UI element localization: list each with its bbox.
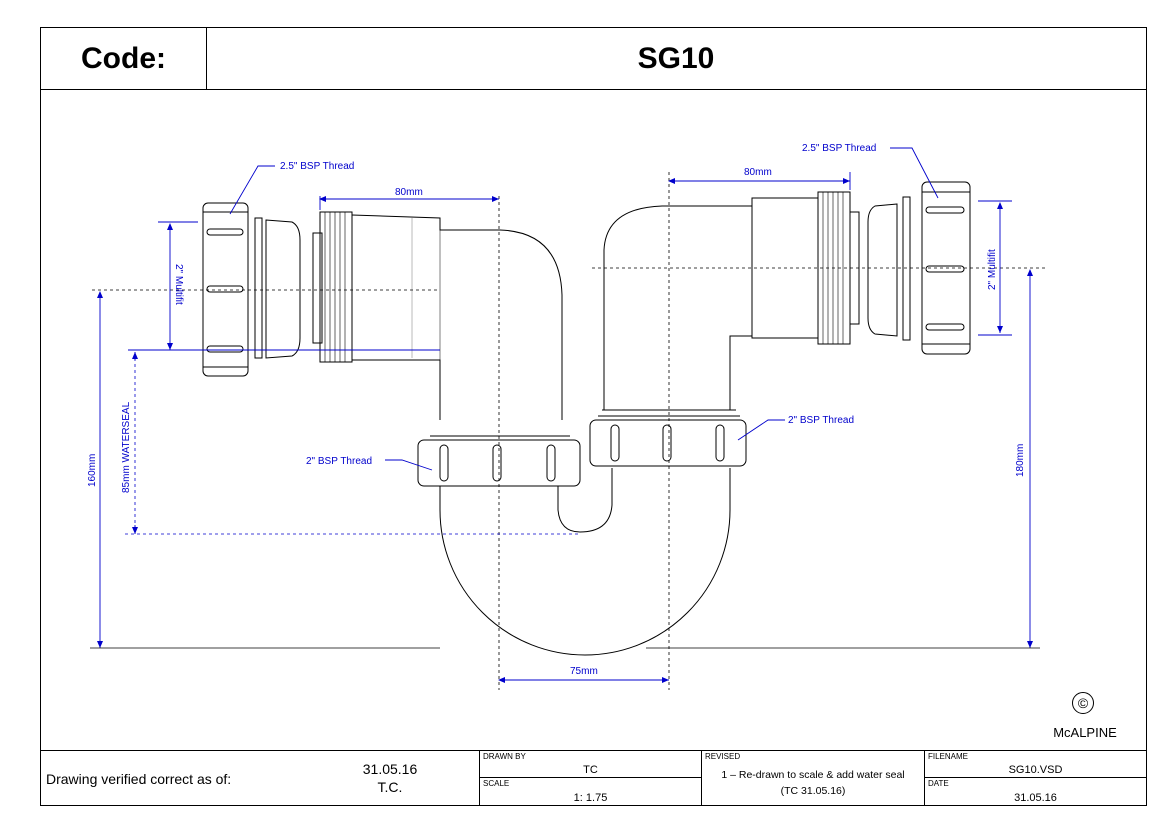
waterseal-label: 85mm WATERSEAL — [121, 401, 132, 493]
left-spigot-thread — [319, 211, 353, 363]
scale-label: SCALE — [483, 779, 510, 788]
height-160mm-label: 160mm — [87, 454, 98, 487]
width-75mm-label: 75mm — [570, 666, 598, 677]
bsp-left-label: 2" BSP Thread — [306, 456, 372, 467]
verified-label: Drawing verified correct as of: — [46, 771, 232, 787]
left-thread-label: 2.5" BSP Thread — [280, 161, 354, 172]
verified-by: T.C. — [377, 779, 403, 795]
verified-date: 31.05.16 — [362, 761, 418, 777]
scale-value: 1: 1.75 — [573, 792, 608, 804]
right-thread-label: 2.5" BSP Thread — [802, 143, 876, 154]
right-elbow — [603, 205, 752, 410]
right-bottom-nut — [589, 419, 747, 467]
scale-cell: SCALE 1: 1.75 — [480, 778, 702, 806]
centre-lines — [92, 172, 1046, 690]
filename-cell: FILENAME SG10.VSD — [925, 751, 1146, 778]
date-cell: DATE 31.05.16 — [925, 778, 1146, 806]
bsp-right-label: 2" BSP Thread — [788, 415, 854, 426]
height-180mm-label: 180mm — [1015, 444, 1026, 477]
left-nut — [202, 202, 249, 377]
title-block-header: Code: SG10 — [40, 27, 1147, 90]
drawn-by-cell: DRAWN BY TC — [480, 751, 702, 778]
title-block-footer: Drawing verified correct as of: 31.05.16… — [40, 750, 1147, 806]
right-washer — [902, 196, 911, 341]
date-label: DATE — [928, 779, 949, 788]
copyright-icon: © — [1072, 692, 1094, 714]
trap-outline — [202, 181, 971, 656]
right-seal — [867, 203, 898, 337]
verified-cell: Drawing verified correct as of: 31.05.16… — [40, 751, 480, 806]
drawn-by-label: DRAWN BY — [483, 752, 526, 761]
left-seal — [265, 219, 301, 359]
left-multifit-label: 2" Multifit — [173, 264, 184, 305]
code-label: Code: — [41, 28, 207, 89]
left-80mm-label: 80mm — [395, 187, 423, 198]
brand-name: McALPINE — [1053, 725, 1117, 740]
revised-line2: (TC 31.05.16) — [780, 785, 846, 797]
code-value: SG10 — [637, 41, 715, 75]
u-bend — [439, 468, 731, 656]
right-multifit-label: 2" Multifit — [987, 249, 998, 290]
revised-line1: 1 – Re-drawn to scale & add water seal — [721, 769, 905, 781]
drawn-by-value: TC — [583, 764, 598, 776]
revised-label: REVISED — [705, 752, 741, 761]
filename-label: FILENAME — [928, 752, 969, 761]
left-elbow — [351, 214, 563, 420]
revised-cell: REVISED 1 – Re-drawn to scale & add wate… — [702, 751, 925, 806]
right-80mm-label: 80mm — [744, 167, 772, 178]
filename-value: SG10.VSD — [1008, 764, 1063, 776]
left-washer — [254, 217, 263, 359]
dimension-lines — [97, 147, 1033, 683]
date-value: 31.05.16 — [1014, 792, 1057, 804]
